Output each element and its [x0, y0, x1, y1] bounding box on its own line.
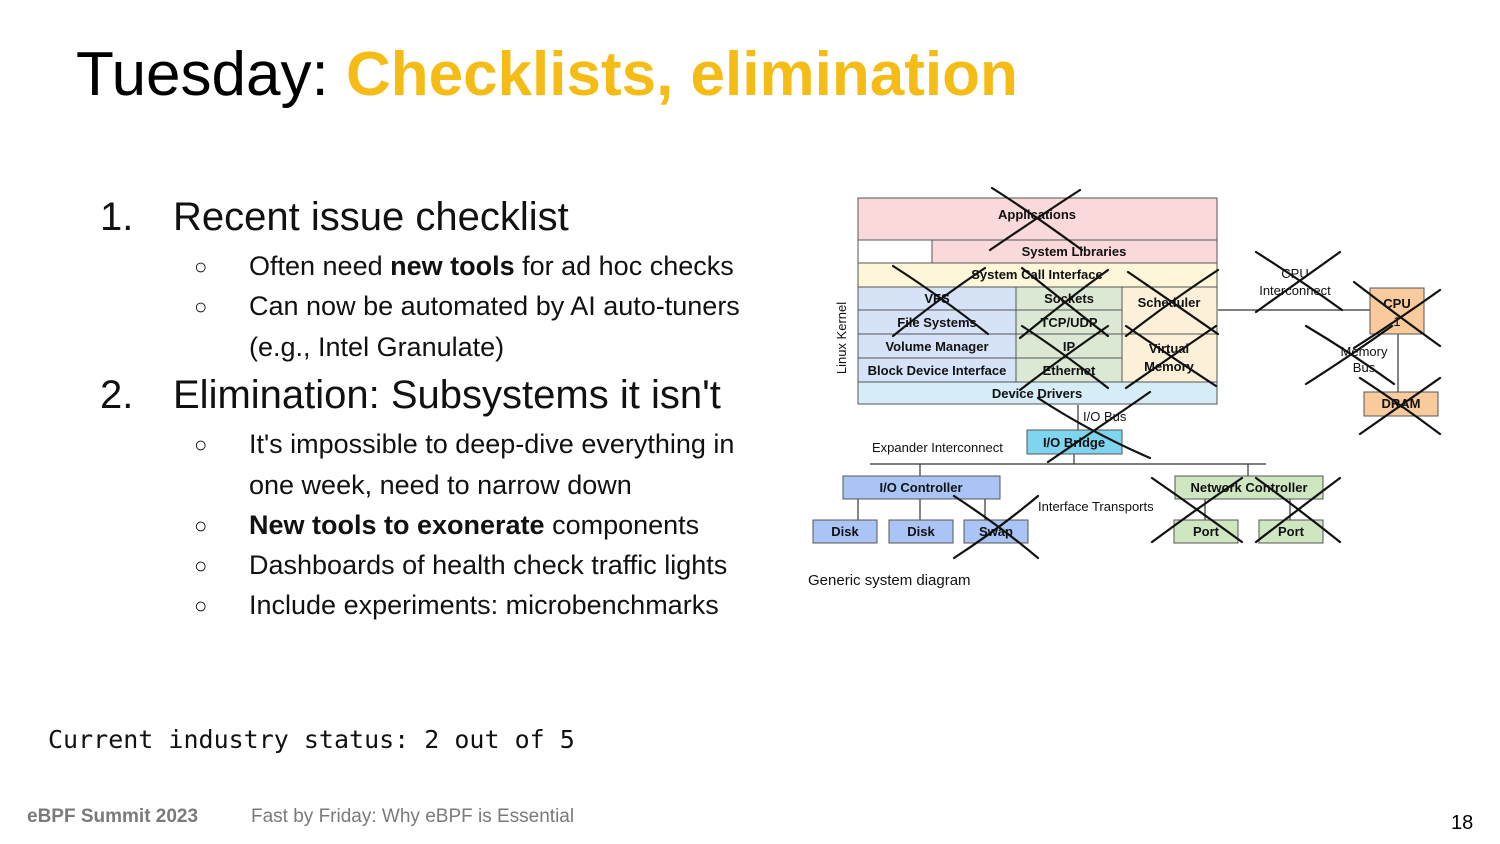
cross-scheduler [1124, 268, 1220, 338]
disk-2-box [888, 519, 954, 544]
cpu-sub-label: 1 [1393, 314, 1400, 329]
interface-transports-label: Interface Transports [1038, 499, 1154, 514]
industry-status: Current industry status: 2 out of 5 [48, 725, 575, 754]
io-bridge-box [1026, 429, 1123, 455]
linux-kernel-label: Linux Kernel [834, 302, 849, 374]
ethernet-label: Ethernet [1043, 363, 1096, 378]
system-libraries-label: System Libraries [1022, 244, 1127, 259]
cross-ip [1018, 324, 1110, 392]
bullet-new-tools: Often need new tools for ad hoc checks [249, 251, 734, 281]
port-2-box [1258, 519, 1324, 544]
file-systems-label: File Systems [897, 315, 977, 330]
bullet-glyph: ○ [194, 593, 208, 618]
footer-talk-title: Fast by Friday: Why eBPF is Essential [251, 806, 575, 827]
expander-interconnect-label: Expander Interconnect [872, 440, 1003, 455]
cross-cpu-interconnect [1254, 250, 1344, 314]
bullet-automated-line2: (e.g., Intel Granulate) [249, 332, 505, 362]
cross-cpu [1352, 280, 1442, 350]
bullet-glyph: ○ [194, 553, 208, 578]
io-controller-label: I/O Controller [879, 480, 962, 495]
port-1-box [1173, 519, 1239, 544]
bullet-deep-dive-line1: It's impossible to deep-dive everything … [249, 429, 735, 459]
disk-1-box [812, 519, 878, 544]
io-controller-box [842, 475, 1001, 500]
block-device-interface-box [857, 357, 1017, 383]
io-bridge-label: I/O Bridge [1043, 435, 1105, 450]
bullet-exonerate: New tools to exonerate components [249, 510, 700, 540]
cpu-interconnect-label-1: CPU [1281, 266, 1308, 281]
cpu-box [1369, 287, 1425, 335]
disk-2-label: Disk [907, 524, 935, 539]
bullet-glyph: ○ [194, 294, 208, 319]
page-number: 18 [1451, 812, 1474, 834]
cross-virtual-memory [1124, 324, 1218, 390]
bullet-glyph: ○ [194, 432, 208, 457]
footer-event: eBPF Summit 2023 [27, 806, 199, 827]
bullet-automated-line1: Can now be automated by AI auto-tuners [249, 291, 740, 321]
port-2-label: Port [1278, 524, 1305, 539]
disk-1-label: Disk [831, 524, 859, 539]
volume-manager-label: Volume Manager [885, 339, 988, 354]
cross-io-bridge [1036, 390, 1152, 464]
dram-label: DRAM [1382, 396, 1421, 411]
bullet-dashboards: Dashboards of health check traffic light… [249, 550, 728, 580]
bullet-glyph: ○ [194, 513, 208, 538]
item-1-number: 1. [100, 195, 134, 239]
cross-network-controller [1150, 476, 1244, 544]
bullet-glyph: ○ [194, 254, 208, 279]
vfs-label: VFS [924, 291, 950, 306]
cross-swap [952, 494, 1040, 560]
bullet-experiments: Include experiments: microbenchmarks [249, 590, 719, 620]
volume-manager-box [857, 333, 1017, 359]
elimination-marks [891, 186, 1442, 560]
title-highlight: Checklists, elimination [345, 40, 1018, 109]
cpu-interconnect-label-2: Interconnect [1259, 283, 1331, 298]
title-prefix: Tuesday: [76, 40, 346, 109]
applications-label: Applications [998, 207, 1076, 222]
ethernet-box [1015, 357, 1123, 383]
system-call-interface-label: System Call Interface [971, 267, 1103, 282]
diagram-caption: Generic system diagram [808, 572, 971, 589]
port-1-label: Port [1193, 524, 1220, 539]
device-drivers-label: Device Drivers [992, 386, 1082, 401]
cross-vfs [891, 264, 990, 338]
cross-port [1254, 476, 1342, 544]
bullet-deep-dive-line2: one week, need to narrow down [249, 470, 632, 500]
ip-label: IP [1063, 339, 1076, 354]
cross-applications [988, 186, 1084, 252]
io-bus-label: I/O Bus [1083, 409, 1127, 424]
slide-title: Tuesday: Checklists, elimination [76, 38, 1018, 112]
tcp-udp-box [1015, 309, 1123, 335]
tcp-udp-label: TCP/UDP [1040, 315, 1097, 330]
cross-memory-bus [1304, 324, 1396, 386]
network-controller-box [1174, 475, 1324, 500]
cross-dram [1358, 376, 1442, 436]
block-device-interface-label: Block Device Interface [868, 363, 1007, 378]
item-1-heading: Recent issue checklist [173, 195, 569, 239]
network-controller-label: Network Controller [1190, 480, 1307, 495]
item-2-number: 2. [100, 373, 134, 417]
cpu-label: CPU [1383, 296, 1410, 311]
item-2-heading: Elimination: Subsystems it isn't [173, 373, 721, 417]
memory-bus-label-2: Bus [1353, 360, 1376, 375]
